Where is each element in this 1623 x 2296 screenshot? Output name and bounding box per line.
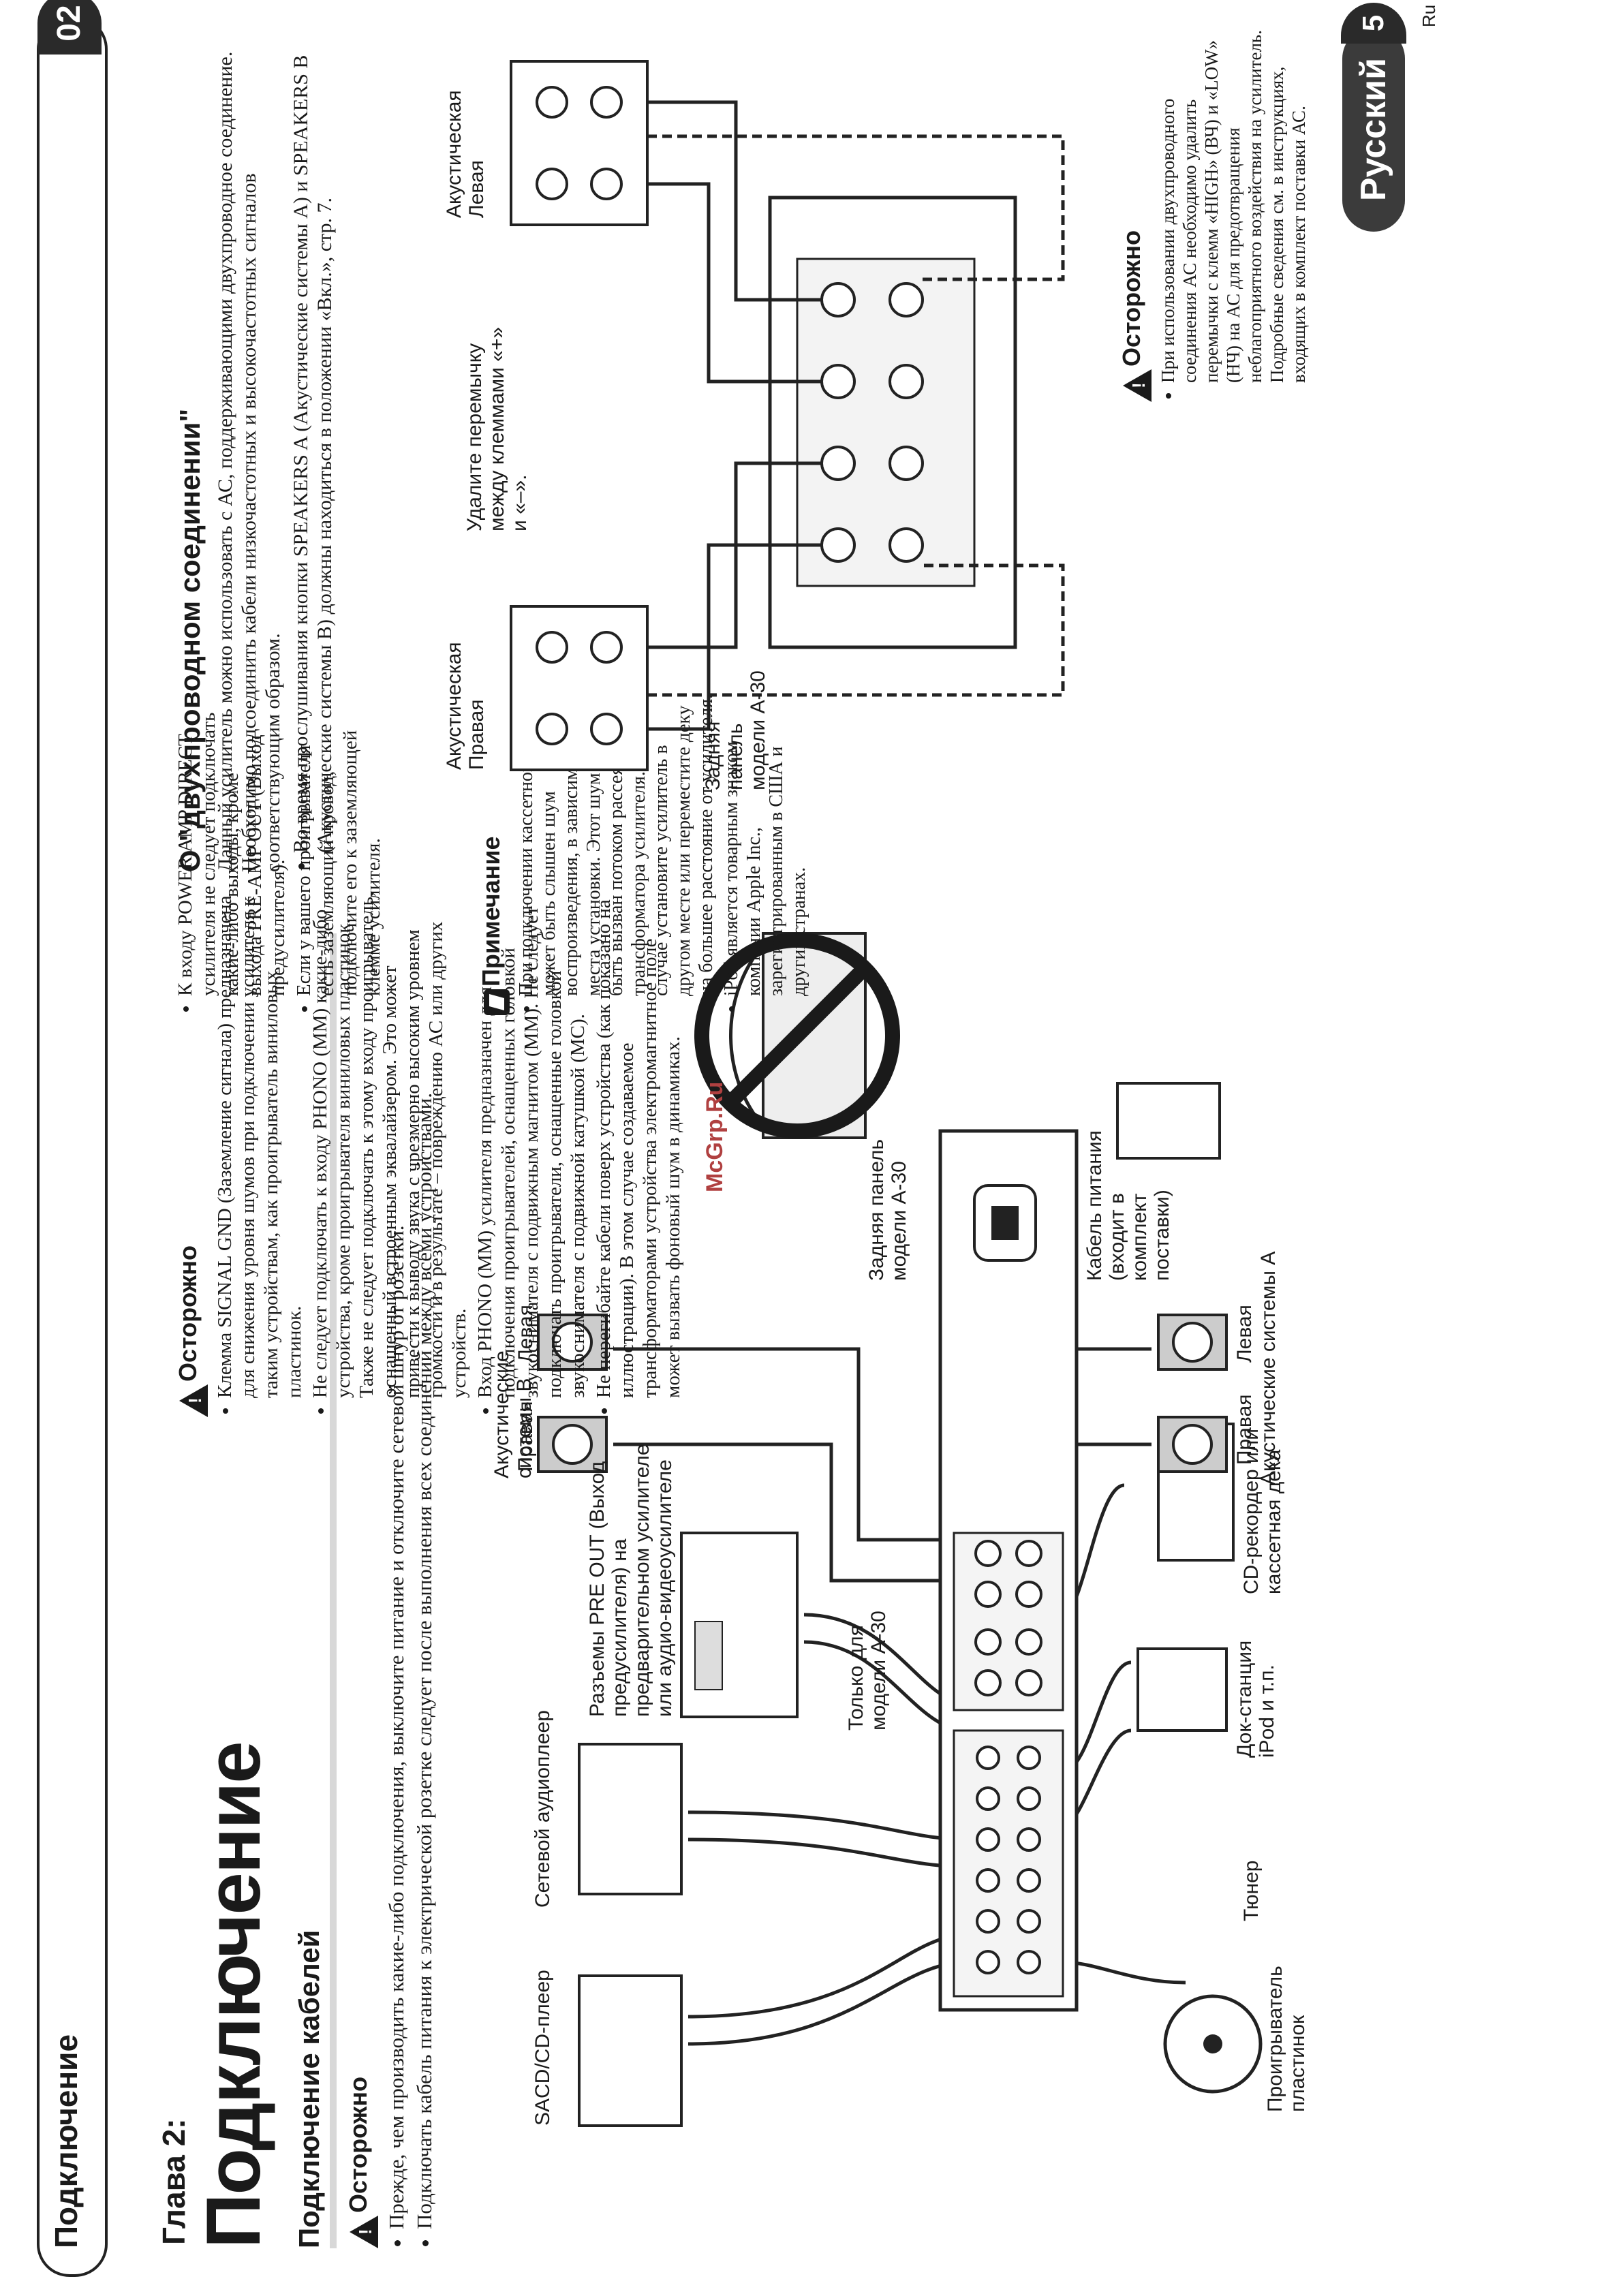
label-power-cable: Кабель питания (входит в комплект постав…: [1083, 1130, 1173, 1281]
chapter-title: Подключение: [191, 1742, 276, 2248]
page-number: 5: [1341, 3, 1406, 44]
label-speaker-left: Акустическая Левая: [443, 90, 488, 218]
chapter-label: Глава 2:: [156, 2118, 191, 2245]
label-left-a: Левая: [1233, 1305, 1256, 1363]
note-icon: [484, 989, 510, 1015]
label-network-player: Сетевой аудиоплеер: [531, 1710, 554, 1908]
label-recorder: CD-рекордер или кассетная дека: [1240, 1428, 1285, 1594]
caution-title: Осторожно: [174, 1245, 202, 1382]
label-speaker-right: Акустическая Правая: [443, 642, 488, 770]
biwire-diagram: Акустическая Правая Акустическая Левая У…: [416, 34, 1097, 872]
label-sacd-player: SACD/CD-плеер: [531, 1970, 554, 2126]
chapter-badge: 02: [37, 0, 102, 55]
header-section-title: Подключение: [48, 2034, 84, 2248]
language-badge: Русский: [1342, 27, 1405, 232]
label-remove-jumper: Удалите перемычку между клеммами «+» и «…: [463, 326, 531, 531]
caution-item: При использовании двухпроводного соедине…: [1157, 20, 1310, 383]
label-pre-out: Разъемы PRE OUT (Выход предусилителя) на…: [586, 1444, 676, 1717]
caution-title: Осторожно: [344, 2077, 372, 2213]
warning-icon: !: [179, 1384, 208, 1417]
label-turntable: Проигрыватель пластинок: [1264, 1966, 1309, 2112]
label-model-only: Только для модели A-30: [845, 1611, 890, 1731]
connection-diagram: SACD/CD-плеер Сетевой аудиоплеер Разъемы…: [450, 954, 1309, 2248]
caution-block-biwire: ! Осторожно При использовании двухпровод…: [1117, 20, 1312, 402]
biwire-intro: Данный усилитель можно использовать с АС…: [214, 51, 284, 872]
biwire-title: О "двухпроводном соединении": [174, 408, 206, 872]
page-language-code: Ru: [1419, 4, 1439, 27]
no-cable-over-unit-illustration: [681, 893, 906, 1179]
header-bar: [37, 16, 108, 2277]
label-rear-panel-biwire: Задняя панель модели A-30: [702, 670, 769, 790]
caution-title: Осторожно: [1117, 230, 1145, 367]
connection-diagram-svg: [537, 1082, 1263, 2127]
warning-icon: !: [350, 2216, 379, 2248]
biwire-section: О "двухпроводном соединении" Данный усил…: [174, 34, 339, 872]
warning-icon: !: [1123, 369, 1152, 402]
biwire-bullet: Во время прослушивания кнопки SPEAKERS A…: [289, 34, 337, 853]
label-dock: Док-станция iPod и т.п.: [1233, 1640, 1278, 1758]
label-tuner: Тюнер: [1240, 1860, 1263, 1921]
watermark: McGrp.Ru: [702, 1081, 728, 1192]
